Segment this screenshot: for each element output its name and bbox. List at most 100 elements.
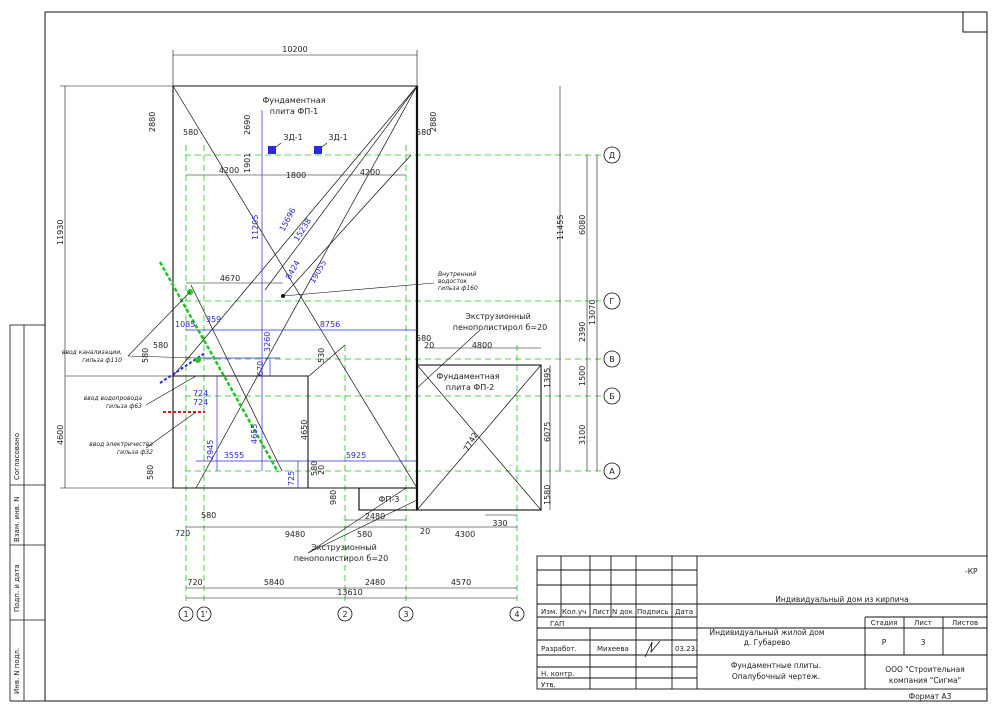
sewer-label-l1: ввод канализации, (62, 349, 122, 356)
slab3-label: ФП-3 (379, 495, 400, 504)
axis-col-2: 2 (342, 610, 347, 619)
dim-11930: 11930 (56, 220, 65, 245)
dim-670: 670 (256, 361, 265, 376)
tb-date: 03.23. (675, 645, 697, 653)
axis-row-G: Г (610, 297, 615, 306)
dim-2390: 2390 (578, 322, 587, 342)
dim-11455: 11455 (556, 215, 565, 240)
dim-1901: 1901 (243, 153, 252, 173)
dim-overall-top: 10200 (282, 45, 307, 54)
axis-row-B: Б (609, 392, 615, 401)
dimension-lines (60, 50, 598, 599)
dim-bottom-2480: 2480 (365, 578, 385, 587)
tb-code: -КР (965, 567, 978, 576)
axis-row-A: А (609, 467, 615, 476)
dim-bottom-total: 13610 (337, 588, 362, 597)
dim-1395: 1395 (543, 368, 552, 388)
tb-role-utv: Утв. (541, 681, 556, 689)
dim-724-a: 724 (193, 389, 208, 398)
dim-1580: 1580 (543, 485, 552, 505)
drain-label-l2: водосток (438, 278, 467, 285)
drain-label-l3: гильза ф160 (438, 285, 478, 292)
tb-sheet-num: 3 (921, 638, 926, 647)
tb-project: Индивидуальный дом из кирпича (775, 595, 908, 604)
dim-580-r: 580 (416, 334, 431, 343)
title-block (536, 555, 988, 690)
dim-580-a: 580 (183, 128, 198, 137)
tb-developer: Михеева (597, 645, 629, 653)
dim-4800: 4800 (472, 341, 492, 350)
dim-20-c: 20 (424, 341, 434, 350)
dim-4200-a: 4200 (219, 166, 239, 175)
tb-stage-label: Стадия (871, 619, 898, 627)
tb-sheet-label: Лист (914, 619, 932, 627)
dim-13070: 13070 (588, 300, 597, 325)
dim-8756: 8756 (320, 320, 340, 329)
leader-lines (127, 142, 481, 554)
dim-724-b: 724 (193, 398, 208, 407)
tb-h-koluch: Кол.уч (562, 608, 586, 616)
dim-5925: 5925 (346, 451, 366, 460)
blue-dimension-lines (186, 110, 417, 488)
diagonal-lines (172, 85, 542, 511)
elec-label-l2: гильза ф32 (117, 449, 153, 456)
dim-2480-inner: 2480 (365, 512, 385, 521)
dim-580-f: 580 (310, 461, 319, 476)
tb-object-l2: д. Губарево (744, 638, 791, 647)
eps-top-l1: Экструзионный (465, 312, 531, 321)
dim-580-g: 580 (201, 511, 216, 520)
tb-signature (644, 640, 661, 658)
tb-role-razrab: Разработ. (541, 645, 577, 653)
axis-grid (185, 145, 603, 604)
tb-h-ndok: N док (612, 608, 633, 616)
tb-company-l1: ООО "Строительная (885, 665, 965, 674)
stamp-podp: Подп. и дата (13, 564, 21, 612)
dim-4650: 4650 (300, 420, 309, 440)
dim-9480: 9480 (285, 530, 305, 539)
axis-col-3: 3 (403, 610, 408, 619)
water-label-l2: гильза ф63 (106, 403, 142, 410)
dim-2880-left: 2880 (148, 112, 157, 132)
stamp-vzam: Взам. инв. N (13, 497, 21, 542)
dim-359: 359 (206, 315, 221, 324)
tb-role-nkontr: Н. контр. (541, 670, 575, 678)
tb-format: Формат А3 (909, 692, 952, 701)
dim-725: 725 (287, 471, 296, 486)
dim-bottom-5840: 5840 (264, 578, 284, 587)
axis-col-4: 4 (514, 610, 519, 619)
dim-7742: 7742 (462, 431, 480, 453)
dim-580-d: 580 (146, 465, 155, 480)
dim-720: 720 (175, 529, 190, 538)
tb-stage: Р (882, 638, 887, 647)
slab2-label-l2: плита ФП-2 (446, 383, 495, 392)
tb-object-l1: Индивидуальный жилой дом (709, 628, 824, 637)
dim-20-b: 20 (420, 527, 430, 536)
dim-330: 330 (492, 519, 507, 528)
dim-1085: 1085 (175, 320, 195, 329)
dim-1800: 1800 (286, 171, 306, 180)
drain-label-l1: Внутренний (438, 271, 476, 278)
dim-bottom-4570: 4570 (451, 578, 471, 587)
dim-580-b: 580 (416, 128, 431, 137)
dim-580-side: 580 (141, 348, 150, 363)
dim-19055: 19055 (308, 258, 329, 285)
tb-h-data: Дата (675, 608, 693, 616)
eps-top-l2: пенополистирол б=20 (453, 323, 547, 332)
eps-bot-l1: Экструзионный (311, 543, 377, 552)
slab1-label-l1: Фундаментная (262, 96, 325, 105)
dim-11205: 11205 (251, 215, 260, 240)
axis-col-1: 1 (183, 610, 188, 619)
dim-980: 980 (329, 490, 338, 505)
dim-2880-right: 2880 (429, 112, 438, 132)
side-stamp (9, 324, 46, 702)
dim-20-a: 20 (317, 465, 326, 475)
slab1-label-l2: плита ФП-1 (270, 107, 319, 116)
dim-3555: 3555 (224, 451, 244, 460)
dim-6080: 6080 (578, 215, 587, 235)
sewer-label-l2: гильза ф110 (82, 357, 122, 364)
dim-4200-b: 4200 (360, 168, 380, 177)
dim-4670: 4670 (220, 274, 240, 283)
zd1-label-a: ЗД-1 (283, 133, 302, 142)
dim-3100: 3100 (578, 425, 587, 445)
